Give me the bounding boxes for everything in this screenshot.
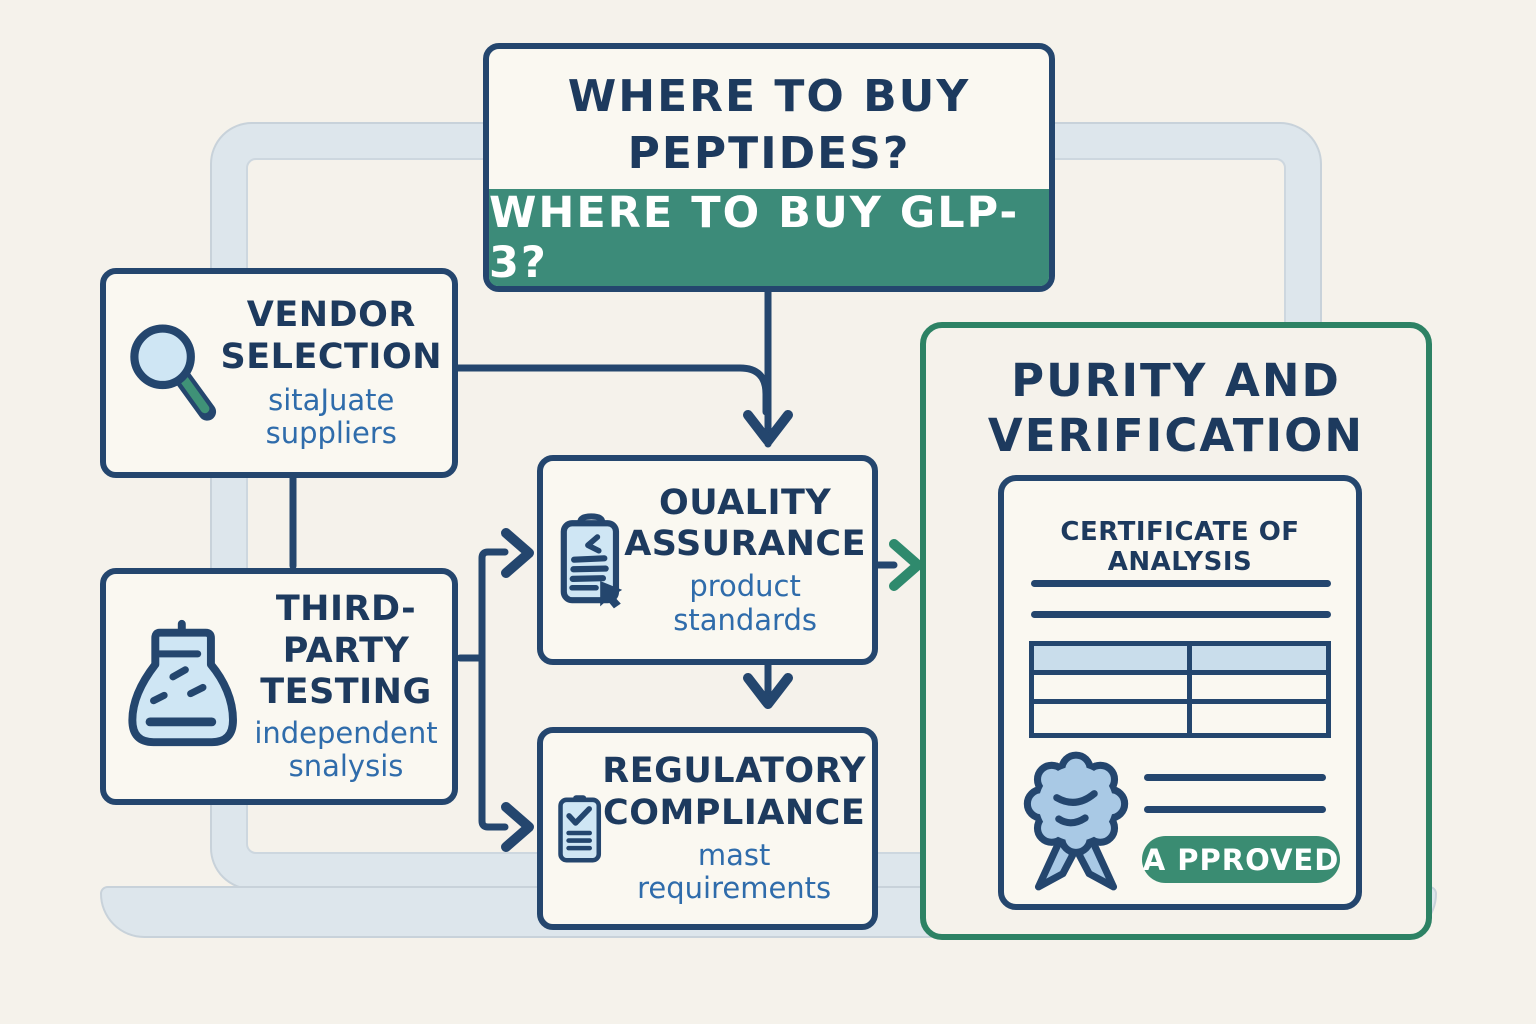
quality-assurance-text: OUALITY ASSURANCE product standards [624, 483, 866, 637]
banner-glp3: WHERE TO BUY GLP-3? [489, 188, 1049, 288]
certificate-line [1144, 774, 1326, 781]
purity-title: PURITY AND VERIFICATION [926, 354, 1426, 464]
certificate-table [1029, 641, 1331, 738]
vendor-title-line1: VENDOR [246, 295, 416, 336]
third-party-subtitle-line2: snalysis [288, 749, 404, 784]
quality-title-line1: OUALITY [658, 482, 832, 523]
certificate-title: CERTIFICATE OF ANALYSIS [1060, 517, 1300, 577]
third-party-subtitle-line1: independent [254, 716, 438, 751]
quality-title-line2: ASSURANCE [624, 524, 866, 565]
flask-icon [128, 619, 237, 746]
main-title-line2: PEPTIDES? [627, 128, 911, 179]
main-title-line1: WHERE TO BUY [567, 70, 971, 122]
arrowhead-right-quality [501, 528, 534, 578]
cert-table-cell [1192, 675, 1326, 704]
regulatory-title-line1: REGULATORY [602, 751, 866, 792]
quality-subtitle-line1: product [689, 569, 801, 604]
quality-subtitle-line2: standards [673, 602, 817, 637]
clipboard-check-icon [558, 794, 602, 862]
vendor-subtitle-line2: suppliers [265, 416, 397, 451]
purity-title-line1: PURITY AND [1011, 354, 1341, 407]
third-party-testing-box: THIRD- PARTY TESTING independent snalysi… [100, 568, 458, 805]
quality-assurance-box: OUALITY ASSURANCE product standards [537, 455, 878, 665]
certificate-line [1031, 580, 1331, 587]
purity-verification-panel: PURITY AND VERIFICATION CERTIFICATE OF A… [920, 322, 1432, 940]
main-title: WHERE TO BUY PEPTIDES? [489, 49, 1049, 201]
arrowhead-right-purity [889, 539, 923, 591]
connector-thirdparty-branch-down [478, 654, 509, 831]
third-party-text: THIRD- PARTY TESTING independent snalysi… [248, 589, 444, 784]
vendor-title-line2: SELECTION [220, 336, 442, 377]
cert-table-cell [1192, 704, 1326, 733]
purity-title-line2: VERIFICATION [987, 408, 1365, 462]
certificate-line [1144, 806, 1326, 813]
clipboard-cursor-icon [560, 513, 623, 609]
third-party-title-line2: PARTY [282, 630, 410, 671]
vendor-selection-box: VENDOR SELECTION sitaJuate suppliers [100, 268, 458, 478]
regulatory-compliance-text: REGULATORY COMPLIANCE mast requirements [602, 751, 866, 905]
certificate-line [1031, 611, 1331, 618]
certificate-of-analysis: CERTIFICATE OF ANALYSIS [998, 475, 1362, 910]
vendor-subtitle-line1: sitaJuate [268, 382, 395, 417]
title-box: WHERE TO BUY PEPTIDES? WHERE TO BUY GLP-… [483, 43, 1055, 292]
vendor-selection-text: VENDOR SELECTION sitaJuate suppliers [221, 295, 442, 450]
regulatory-compliance-box: REGULATORY COMPLIANCE mast requirements [537, 727, 878, 930]
connector-thirdparty-branch-up [456, 548, 509, 662]
approved-badge: A PPROVED [1142, 836, 1340, 883]
cert-table-header-cell [1034, 646, 1192, 675]
regulatory-subtitle-line2: requirements [637, 871, 832, 906]
third-party-title-line3: TESTING [260, 671, 432, 712]
arrowhead-right-regulatory [501, 802, 534, 852]
arrowhead-down-quality [743, 410, 793, 446]
cert-table-cell [1034, 675, 1192, 704]
connector-vendor-to-quality [454, 364, 770, 416]
cert-table-header-cell [1192, 646, 1326, 675]
regulatory-subtitle-line1: mast [697, 837, 771, 872]
arrowhead-down-regulatory [743, 673, 793, 709]
ribbon-icon [1023, 751, 1129, 891]
magnifier-icon [130, 323, 217, 421]
third-party-title-line1: THIRD- [275, 589, 417, 630]
cert-table-cell [1034, 704, 1192, 733]
regulatory-title-line2: COMPLIANCE [603, 792, 866, 833]
